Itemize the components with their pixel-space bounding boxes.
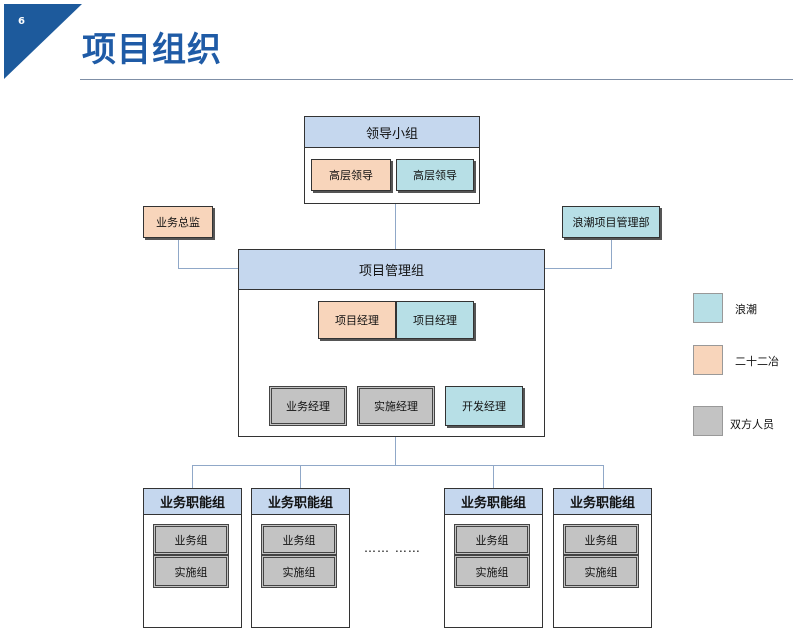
functional-group: 业务职能组 业务组 实施组 xyxy=(251,488,350,628)
implementation-subgroup-box: 实施组 xyxy=(563,555,639,588)
functional-group-title: 业务职能组 xyxy=(252,489,349,515)
connector-functional-3-drop xyxy=(493,465,494,488)
implementation-manager-box: 实施经理 xyxy=(357,386,435,426)
development-manager-box: 开发经理 xyxy=(445,386,523,426)
functional-group: 业务职能组 业务组 实施组 xyxy=(143,488,242,628)
project-manager-box: 项目经理 xyxy=(318,301,396,339)
legend-swatch-22mcc xyxy=(693,345,723,375)
langchao-pmo-box: 浪潮项目管理部 xyxy=(562,206,660,238)
connector-director-horizontal xyxy=(178,268,239,269)
title-underline xyxy=(80,79,793,80)
legend-swatch-langchao xyxy=(693,293,723,323)
business-director-box: 业务总监 xyxy=(143,206,213,238)
project-management-group: 项目管理组 项目经理 项目经理 业务经理 实施经理 开发经理 xyxy=(238,249,545,437)
business-subgroup-box: 业务组 xyxy=(454,524,530,555)
implementation-subgroup-box: 实施组 xyxy=(454,555,530,588)
business-subgroup-box: 业务组 xyxy=(563,524,639,555)
connector-leadership-to-pmg xyxy=(395,203,396,250)
legend-label-22mcc: 二十二冶 xyxy=(735,355,779,368)
connector-functional-1-drop xyxy=(192,465,193,488)
functional-group: 业务职能组 业务组 实施组 xyxy=(444,488,543,628)
functional-group-title: 业务职能组 xyxy=(144,489,241,515)
more-groups-ellipsis: …… …… xyxy=(364,541,421,555)
business-subgroup-box: 业务组 xyxy=(153,524,229,555)
senior-leader-box: 高层领导 xyxy=(311,159,391,191)
implementation-subgroup-box: 实施组 xyxy=(261,555,337,588)
implementation-subgroup-box: 实施组 xyxy=(153,555,229,588)
legend-swatch-both xyxy=(693,406,723,436)
functional-group-title: 业务职能组 xyxy=(554,489,651,515)
senior-leader-box: 高层领导 xyxy=(396,159,474,191)
connector-pmo-horizontal xyxy=(543,268,612,269)
connector-functional-4-drop xyxy=(603,465,604,488)
connector-pmo-vertical xyxy=(611,239,612,269)
project-management-group-title: 项目管理组 xyxy=(239,250,544,290)
legend-label-langchao: 浪潮 xyxy=(735,303,757,316)
page-title: 项目组织 xyxy=(82,30,222,70)
connector-functional-2-drop xyxy=(300,465,301,488)
functional-group-title: 业务职能组 xyxy=(445,489,542,515)
leadership-group: 领导小组 高层领导 高层领导 xyxy=(304,116,480,204)
connector-director-vertical xyxy=(178,239,179,269)
project-manager-box: 项目经理 xyxy=(396,301,474,339)
connector-pmg-to-functional xyxy=(395,435,396,465)
connector-functional-bus xyxy=(192,465,604,466)
slide-number: 6 xyxy=(18,16,25,27)
business-subgroup-box: 业务组 xyxy=(261,524,337,555)
legend-label-both: 双方人员 xyxy=(730,418,774,431)
business-manager-box: 业务经理 xyxy=(269,386,347,426)
leadership-group-title: 领导小组 xyxy=(305,117,479,148)
functional-group: 业务职能组 业务组 实施组 xyxy=(553,488,652,628)
header-corner-triangle xyxy=(4,4,82,79)
